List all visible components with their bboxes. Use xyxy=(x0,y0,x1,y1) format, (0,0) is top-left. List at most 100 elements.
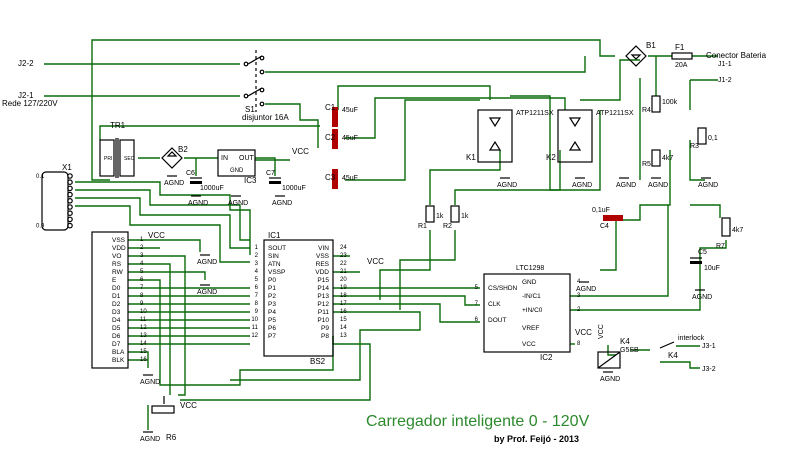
label-agnd: AGND xyxy=(140,436,160,443)
label-k4: K4 xyxy=(620,337,630,346)
ic1-pin-left: P2 xyxy=(268,293,276,300)
schematic-title: Carregador inteligente 0 - 120V xyxy=(366,413,590,430)
lcd-pin: D6 xyxy=(112,333,121,340)
ic1-pin-num-left: 5 xyxy=(255,277,259,283)
regulator-ic3 xyxy=(217,149,256,177)
label-tr1: TR1 xyxy=(110,121,126,130)
x1-pin-num: 0.1 xyxy=(36,174,45,180)
lcd-pin: D0 xyxy=(112,285,121,292)
lcd-pin-num: 8 xyxy=(140,293,144,299)
ic1-pin-num-right: 22 xyxy=(340,261,347,267)
label-r7: R7 xyxy=(716,243,725,250)
label-f1-val: 20A xyxy=(675,62,688,69)
resistor-r4 xyxy=(651,95,661,113)
label-ic3-out: OUT xyxy=(239,155,255,162)
ic1-pin-right: P14 xyxy=(317,285,329,292)
lcd-pin: VSS xyxy=(112,237,126,244)
label-j3-2: J3-2 xyxy=(702,366,716,373)
label-vcc-r6: VCC xyxy=(180,401,197,410)
ic1-pin-num-left: 4 xyxy=(255,269,259,275)
x1-pin xyxy=(67,216,73,223)
lcd-pin-num: 16 xyxy=(140,357,147,363)
label-ic3-in: IN xyxy=(221,155,228,162)
label-agnd: AGND xyxy=(648,182,668,189)
lcd-pin-num: 4 xyxy=(140,261,144,267)
label-j1-1: J1-1 xyxy=(718,61,732,68)
lcd-pin: BLA xyxy=(112,349,125,356)
ic1-pin-num-right: 15 xyxy=(340,317,347,323)
label-b2: B2 xyxy=(178,145,188,154)
label-c2-val: 45uF xyxy=(342,135,358,142)
label-c1-val: 45uF xyxy=(342,107,358,114)
ic1-pin-left: VSSP xyxy=(268,269,285,276)
label-ssr-k1: ATP1211SX xyxy=(516,110,554,117)
label-bateria: Conector Bateria xyxy=(706,51,767,60)
switch-s1 xyxy=(243,50,265,112)
ic1-pin-num-right: 23 xyxy=(340,253,347,259)
wires xyxy=(44,39,727,430)
ic2-pin-num-left: 5 xyxy=(475,285,479,291)
label-x1: X1 xyxy=(62,163,72,172)
label-r3: R3 xyxy=(690,143,699,150)
label-agnd: AGND xyxy=(188,200,208,207)
ic1-pin-right: P12 xyxy=(317,301,329,308)
label-c3-val: 45uF xyxy=(342,175,358,182)
ic1-pin-num-right: 18 xyxy=(340,293,347,299)
ic1-bs2 xyxy=(263,239,334,357)
ic1-pin-num-left: 6 xyxy=(255,285,259,291)
label-vcc-1: VCC xyxy=(292,147,309,156)
ic1-pin-num-left: 2 xyxy=(255,253,259,259)
ic2-pin-num-right: 4 xyxy=(577,279,581,285)
ic1-pin-right: VDD xyxy=(315,269,329,276)
label-agnd: AGND xyxy=(497,182,517,189)
x1-pin xyxy=(67,198,73,204)
label-b1: B1 xyxy=(646,41,656,50)
ic1-pin-right: VIN xyxy=(318,245,329,252)
label-agnd: AGND xyxy=(140,379,160,386)
label-agnd: AGND xyxy=(698,182,718,189)
ic2-pin-num-right: 2 xyxy=(577,307,581,313)
lcd-pin-num: 15 xyxy=(140,349,147,355)
ic1-pin-num-right: 17 xyxy=(340,301,347,307)
ic1-pin-num-right: 19 xyxy=(340,285,347,291)
label-ic3: IC3 xyxy=(244,176,257,185)
label-c3: C3 xyxy=(325,173,336,182)
ic2-pin-right: VREF xyxy=(522,325,539,332)
label-ltc1298: LTC1298 xyxy=(516,265,544,272)
label-k4-b: K4 xyxy=(668,351,678,360)
label-ic1: IC1 xyxy=(268,231,281,240)
lcd-pin-num: 7 xyxy=(140,285,144,291)
capacitors-c1-c3 xyxy=(332,107,338,189)
label-c5-val: 10uF xyxy=(704,265,720,272)
label-ssr-k2: ATP1211SX xyxy=(596,110,634,117)
lcd-pin: VO xyxy=(112,253,121,260)
label-c6-val: 1000uF xyxy=(200,185,224,192)
label-c7-val: 1000uF xyxy=(282,185,306,192)
label-bs2: BS2 xyxy=(310,357,326,366)
label-agnd: AGND xyxy=(600,376,620,383)
ic2-pin-right: -IN/C1 xyxy=(522,293,541,300)
ic1-pin-num-right: 21 xyxy=(340,269,347,275)
lcd-pin-num: 9 xyxy=(140,301,144,307)
ic1-pin-left: SIN xyxy=(268,253,279,260)
ic2-pin-num-left: 6 xyxy=(475,317,479,323)
lcd-pin-num: 2 xyxy=(140,245,144,251)
label-pri: PRI xyxy=(104,156,112,162)
lcd-pin: VDD xyxy=(112,245,126,252)
label-agnd: AGND xyxy=(197,289,217,296)
ic1-pin-num-right: 13 xyxy=(340,333,347,339)
label-r4: R4 xyxy=(642,107,651,114)
ic1-pin-left: P7 xyxy=(268,333,276,340)
x1-pin xyxy=(67,210,73,217)
ic1-pin-right: P11 xyxy=(318,309,329,316)
ic1-pin-right: P15 xyxy=(317,277,329,284)
ic1-pin-right: P13 xyxy=(317,293,329,300)
x1-pin xyxy=(67,222,73,229)
ground-symbols xyxy=(143,175,711,433)
lcd-module xyxy=(91,231,129,369)
label-c4: C4 xyxy=(600,223,609,230)
label-r6: R6 xyxy=(166,433,177,442)
pin-labels: SOUT1SIN2ATN3VSSP4P05P16P27P38P49P510P61… xyxy=(36,174,718,443)
lcd-pin: RW xyxy=(112,269,124,276)
label-c2: C2 xyxy=(325,133,336,142)
